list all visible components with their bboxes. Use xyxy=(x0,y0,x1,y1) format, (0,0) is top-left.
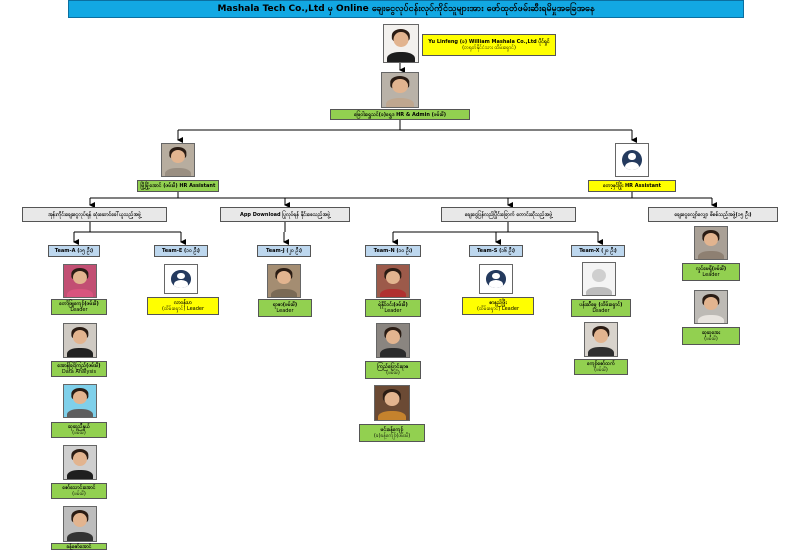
member-label: လှုင်မေရှိ(ဖမ်းမိ) Leader xyxy=(682,263,740,281)
member-name: ဇာနည်ဖြိုး xyxy=(489,300,507,306)
member-photo xyxy=(694,226,728,260)
member-photo xyxy=(63,384,97,418)
owner-photo xyxy=(383,24,419,63)
team-box: Team-S (၁၆ ဦး) xyxy=(469,245,523,257)
member-name: ကြည်ပြောင်းရာဇ xyxy=(377,364,409,370)
member-role: Leader xyxy=(702,272,720,278)
member-photo xyxy=(582,262,616,296)
member-photo xyxy=(376,323,410,358)
member-role: (ခ)ခန့်ကျော်(ဖမ်းမိ) xyxy=(373,433,411,439)
team-box: Team-A (၁၅ ဦး) xyxy=(48,245,100,257)
team-box: Team-J (၂၀ ဦး) xyxy=(257,245,311,257)
member-name: မင်းခန့်ကျော် xyxy=(380,427,404,433)
owner-note: (တရုတ်နိုင်ငံသား ထိမ်းရှောင်) xyxy=(462,45,516,51)
member-name: လှုင်မေရှိ(ဖမ်းမိ) xyxy=(695,266,727,272)
member-name: အောန်ခြင်ကြည့်(ဖမ်းမိ) xyxy=(57,363,101,369)
member-photo xyxy=(694,290,728,324)
member-label: ပန်းဆီမွှေ (ထိမ်းရှောင်) Leader xyxy=(571,299,631,317)
member-label: ဆုဆုညီနွယ် (ဖမ်းမိ) xyxy=(51,422,107,438)
member-label: လာဝန်းဟ (ထိမ်းရှောင်) Leader xyxy=(147,297,219,315)
member-label: ဇာနည်ဖြိုး (ထိမ်းရှောင်) Leader xyxy=(462,297,534,315)
member-label: ခန့်ဇော်အောင် xyxy=(51,543,107,550)
hr-head-label: မြေဝါးရွှေသင်(ခ)ရွှေဒ HR & Admin (ဖမ်းမိ… xyxy=(330,109,470,120)
member-label: မင်းခန့်ကျော် (ခ)ခန့်ကျော်(ဖမ်းမိ) xyxy=(359,424,425,442)
member-label: အောန်ခြင်ကြည့်(ဖမ်းမိ) Data Analysis xyxy=(51,361,107,377)
member-role: (ထိမ်းရှောင်) Leader xyxy=(476,306,520,312)
member-role: Leader xyxy=(592,308,610,314)
member-role: (ထိမ်းရှောင်) Leader xyxy=(161,306,205,312)
member-photo xyxy=(63,445,97,480)
member-name: ဆုဆုအေး xyxy=(701,330,721,336)
member-name: ခန့်ဇော်အောင် xyxy=(66,543,92,550)
member-label: တော်ဖြူကျော်(ဖမ်းမိ) Leader xyxy=(51,299,107,315)
team-box: Team-E (၁၀ ဦး) xyxy=(154,245,208,257)
member-role: Data Analysis xyxy=(61,369,97,375)
group-box: အုန်းကိုင်းချေးငွေလုပ်ရန် ဆုံးဆောင်ခေါ်ယ… xyxy=(22,207,167,222)
member-avatar xyxy=(164,264,198,294)
member-photo xyxy=(267,264,301,298)
assistant-right-label: တော့မှင်ဖြိုး HR Assistant xyxy=(588,180,676,192)
assistant-right-avatar xyxy=(615,143,649,177)
member-role: (ဖမ်းမိ) xyxy=(72,491,86,497)
member-label: ကျော်ဇော်ထက် (ဖမ်းမိ) xyxy=(574,359,628,375)
member-label: ဇော်သောင်းအောင် (ဖမ်းမိ) xyxy=(51,483,107,499)
member-role: Leader xyxy=(276,308,294,314)
member-name: ပန်းဆီမွှေ (ထိမ်းရှောင်) xyxy=(579,302,623,308)
member-role: (ဖမ်းမိ) xyxy=(72,430,86,436)
member-name: ဇော်သောင်းအောင် xyxy=(62,485,96,491)
assistant-left-label: မြို့မြို့အောင် (ဖမ်းမိ) HR Assistant xyxy=(137,180,219,192)
member-name: ရဲနိုင်ဝင်း(ဖမ်းမိ) xyxy=(378,302,408,308)
member-name: တော်ဖြူကျော်(ဖမ်းမိ) xyxy=(59,301,99,307)
member-role: (ဖမ်းမိ) xyxy=(386,370,400,376)
assistant-left-photo xyxy=(161,143,195,177)
group-box: ချေးငွေပြန်လည်ပြိုင်းခြောက် တောင်းဆိုသည့… xyxy=(441,207,576,222)
member-name: ရာဇာ(ဖမ်းမိ) xyxy=(272,302,298,308)
member-photo xyxy=(584,322,618,357)
member-photo xyxy=(376,264,410,298)
group-box: App Download ပြုလုပ်ရန် နိုင်းစေသည့်အဖွဲ… xyxy=(220,207,350,222)
member-photo xyxy=(63,264,97,298)
member-label: ရာဇာ(ဖမ်းမိ) Leader xyxy=(258,299,312,317)
member-name: ကျော်ဇော်ထက် xyxy=(587,361,615,367)
member-label: ကြည်ပြောင်းရာဇ (ဖမ်းမိ) xyxy=(365,361,421,379)
member-photo xyxy=(63,323,97,358)
member-label: ဆုဆုအေး (ဖမ်းမိ) xyxy=(682,327,740,345)
team-box: Team-X (၂၀ ဦး) xyxy=(571,245,625,257)
hr-head-photo xyxy=(381,72,419,108)
owner-name: Yu Linfeng (ခ) William Mashala Co.,Ltd ပ… xyxy=(428,39,550,45)
member-photo xyxy=(374,385,410,421)
member-avatar xyxy=(479,264,513,294)
member-photo xyxy=(63,506,97,542)
member-role: (ဖမ်းမိ) xyxy=(704,336,718,342)
member-role: (ဖမ်းမိ) xyxy=(594,367,608,373)
chart-title: Mashala Tech Co.,Ltd မှ Online ချေးငွေလု… xyxy=(68,0,744,18)
owner-label: Yu Linfeng (ခ) William Mashala Co.,Ltd ပ… xyxy=(422,34,556,56)
member-label: ရဲနိုင်ဝင်း(ဖမ်းမိ) Leader xyxy=(365,299,421,317)
team-box: Team-N (၁၀ ဦး) xyxy=(365,245,421,257)
member-name: ဆုဆုညီနွယ် xyxy=(68,424,90,430)
member-name: လာဝန်းဟ xyxy=(173,300,193,306)
member-role: Leader xyxy=(384,308,402,314)
group-box: ချေးငွေလျှော်လျှော စိစစ်သည့်အဖွဲ့(၁၅ ဦး) xyxy=(648,207,778,222)
member-role: Leader xyxy=(70,307,88,313)
